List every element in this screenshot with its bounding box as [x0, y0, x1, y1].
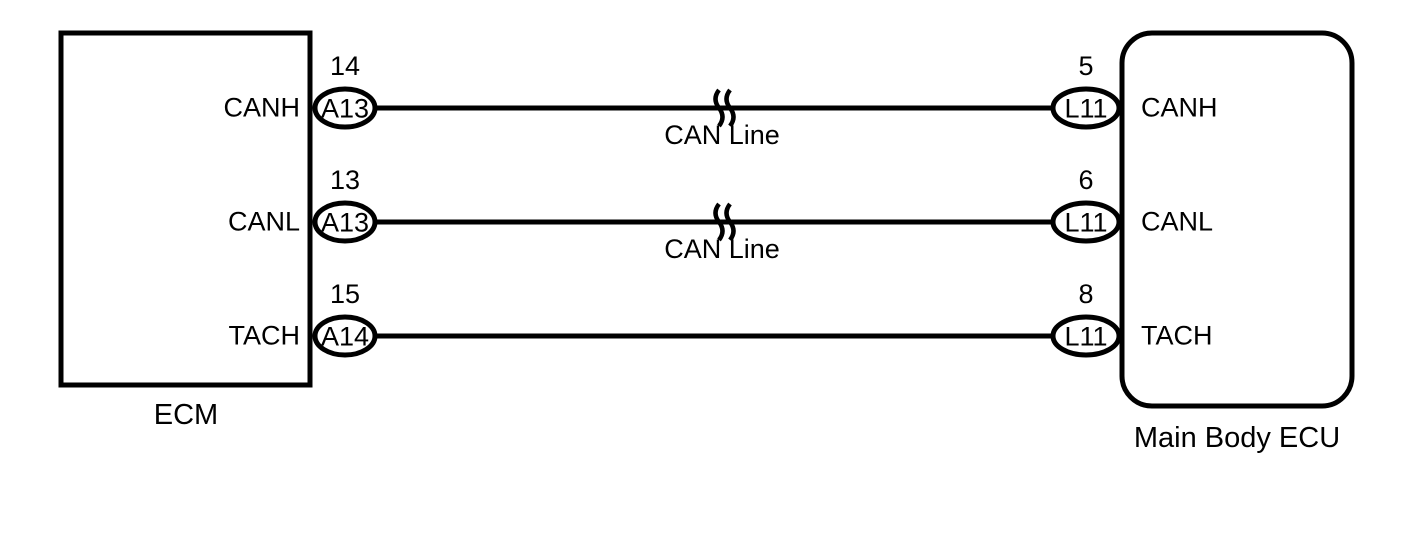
ecm-box — [58, 30, 313, 388]
terminal-number-left-2: 13 — [329, 165, 361, 195]
wire-label-1: CAN Line — [664, 120, 780, 150]
connector-oval-right-3 — [1050, 314, 1122, 358]
connector-code-right-2: L11 — [1064, 207, 1108, 238]
pin-label-right-2: CANL — [1141, 206, 1214, 237]
wire-label-2: CAN Line — [664, 234, 780, 264]
terminal-number-left-1: 14 — [329, 51, 361, 81]
twisted-pair-icon-2 — [713, 202, 725, 242]
connector-oval-right-1 — [1050, 86, 1122, 130]
terminal-number-left-3: 15 — [329, 279, 361, 309]
pin-label-right-1: CANH — [1141, 92, 1218, 123]
connector-oval-left-3 — [312, 314, 378, 358]
pin-label-left-2: CANL — [227, 206, 300, 237]
terminal-number-right-3: 8 — [1078, 279, 1094, 309]
twisted-pair-icon-2b — [724, 202, 736, 242]
main-body-ecu-caption: Main Body ECU — [1133, 422, 1341, 454]
pin-label-left-1: CANH — [223, 92, 300, 123]
connector-oval-left-2 — [312, 200, 378, 244]
twisted-pair-icon-1b — [724, 88, 736, 128]
connector-code-left-2: A13 — [320, 207, 370, 238]
connector-code-left-3: A14 — [320, 321, 370, 352]
connector-code-right-3: L11 — [1064, 321, 1108, 352]
pin-label-left-3: TACH — [228, 320, 301, 351]
connector-oval-right-2 — [1050, 200, 1122, 244]
connector-oval-left-1 — [312, 86, 378, 130]
pin-label-right-3: TACH — [1141, 320, 1213, 351]
ecm-caption: ECM — [153, 399, 219, 431]
connector-code-right-1: L11 — [1064, 93, 1108, 124]
connector-code-left-1: A13 — [320, 93, 370, 124]
twisted-pair-icon-1 — [713, 88, 725, 128]
terminal-number-right-1: 5 — [1078, 51, 1094, 81]
terminal-number-right-2: 6 — [1078, 165, 1094, 195]
